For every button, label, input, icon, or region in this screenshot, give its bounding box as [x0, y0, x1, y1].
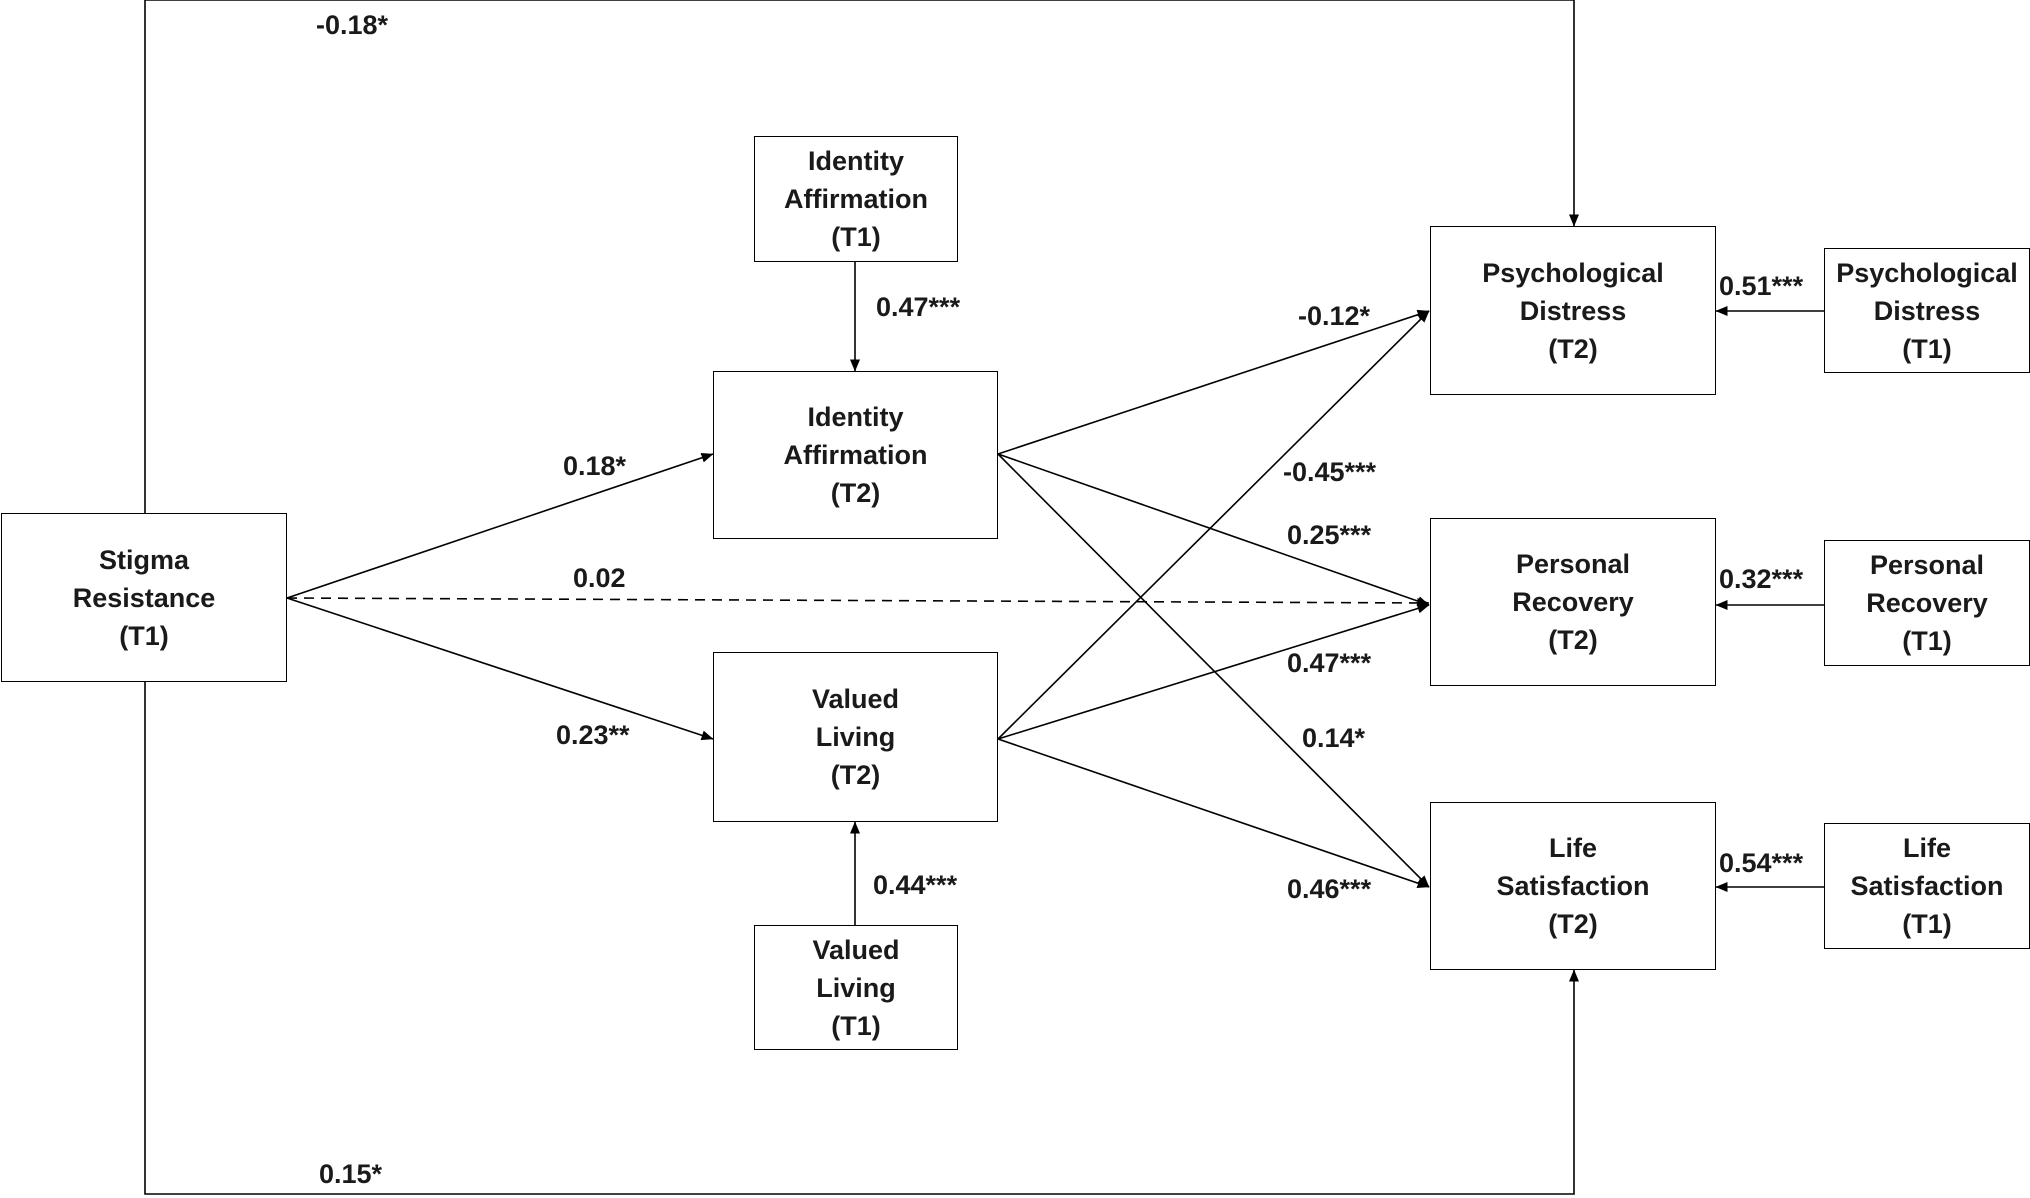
- node-label-line: (T1): [1902, 626, 1952, 656]
- node-personal-recovery-t2: Personal Recovery (T2): [1430, 518, 1716, 686]
- node-label-line: Recovery: [1866, 588, 1988, 618]
- coef-sr-to-vl: 0.23**: [556, 720, 630, 750]
- node-label-line: Resistance: [72, 582, 216, 613]
- arrow-vl-to-pr: [997, 603, 1430, 740]
- node-label-line: (T2): [1548, 909, 1598, 939]
- node-valued-living-t1: Valued Living (T1): [754, 925, 958, 1050]
- coef-sr-to-ls: 0.15*: [319, 1159, 383, 1189]
- arrow-vl-to-ls: [997, 738, 1430, 888]
- arrow-ia-to-pd: [997, 309, 1430, 455]
- arrow-sr-to-pr: [286, 597, 1430, 608]
- node-label-line: (T2): [1548, 333, 1598, 364]
- node-life-satisfaction-t2: Life Satisfaction (T2): [1430, 802, 1716, 970]
- arrow-sr-to-pd: [144, 0, 1579, 513]
- arrow-sr-to-vl: [286, 597, 714, 741]
- node-label-line: Identity: [807, 402, 904, 432]
- node-valued-living-t2: Valued Living (T2): [713, 652, 998, 822]
- node-label-line: Distress: [1873, 295, 1981, 326]
- node-label-line: Stigma: [98, 544, 190, 575]
- coef-vl-to-pd: -0.45***: [1283, 457, 1377, 487]
- node-label-line: (T2): [830, 760, 881, 790]
- coef-pd1-to-pd2: 0.51***: [1719, 271, 1804, 301]
- node-label-line: Valued: [812, 934, 900, 965]
- node-label-line: Personal: [1515, 549, 1631, 579]
- arrow-sr-to-ls: [144, 682, 1579, 1195]
- coef-ia-to-ls: 0.14*: [1302, 723, 1366, 753]
- coef-vl-to-ls: 0.46***: [1287, 874, 1372, 904]
- node-identity-affirmation-t1: Identity Affirmation (T1): [754, 136, 958, 262]
- coef-sr-to-ia: 0.18*: [563, 451, 627, 481]
- node-label-line: Affirmation: [783, 440, 928, 470]
- node-label-line: Living: [816, 972, 896, 1003]
- node-label-line: Recovery: [1512, 587, 1634, 617]
- arrow-ia-to-pr: [997, 453, 1430, 606]
- coef-ia-to-pr: 0.25***: [1287, 520, 1372, 550]
- node-psychological-distress-t2: Psychological Distress (T2): [1430, 226, 1716, 395]
- node-label-line: Life: [1548, 833, 1597, 863]
- coef-sr-to-pd: -0.18*: [316, 10, 389, 40]
- node-label-line: Identity: [807, 146, 904, 176]
- node-identity-affirmation-t2: Identity Affirmation (T2): [713, 371, 998, 539]
- node-personal-recovery-t1: Personal Recovery (T1): [1824, 540, 2030, 666]
- node-label-line: Living: [815, 722, 896, 752]
- node-label-line: Satisfaction: [1496, 871, 1650, 901]
- node-stigma-resistance-t1: Stigma Resistance (T1): [1, 513, 287, 682]
- node-label-line: Affirmation: [784, 184, 928, 214]
- coef-vl1-to-vl2: 0.44***: [873, 870, 958, 900]
- node-label-line: (T1): [831, 1010, 881, 1041]
- node-label-line: Personal: [1869, 550, 1985, 580]
- node-label-line: Distress: [1519, 295, 1627, 326]
- arrow-vl-to-pd: [997, 310, 1430, 740]
- coef-vl-to-pr: 0.47***: [1287, 648, 1372, 678]
- node-label-line: (T2): [830, 478, 881, 508]
- node-label-line: Psychological: [1482, 257, 1664, 288]
- coef-ia-to-pd: -0.12*: [1298, 301, 1371, 331]
- node-label-line: (T1): [831, 222, 881, 252]
- node-label-line: Satisfaction: [1850, 871, 2004, 901]
- coef-ia1-to-ia2: 0.47***: [876, 292, 961, 322]
- coef-sr-to-pr: 0.02: [573, 563, 626, 593]
- arrow-sr-to-ia: [286, 452, 714, 599]
- node-label-line: Psychological: [1836, 257, 2018, 288]
- node-psychological-distress-t1: Psychological Distress (T1): [1824, 248, 2030, 373]
- node-label-line: (T1): [119, 620, 169, 651]
- node-label-line: (T1): [1902, 909, 1952, 939]
- arrow-ia-to-ls: [997, 453, 1430, 888]
- node-label-line: Valued: [811, 684, 900, 714]
- node-life-satisfaction-t1: Life Satisfaction (T1): [1824, 823, 2030, 949]
- coef-ls1-to-ls2: 0.54***: [1719, 848, 1804, 878]
- coef-pr1-to-pr2: 0.32***: [1719, 564, 1804, 594]
- node-label-line: (T1): [1902, 333, 1952, 364]
- node-label-line: Life: [1902, 833, 1951, 863]
- node-label-line: (T2): [1548, 625, 1598, 655]
